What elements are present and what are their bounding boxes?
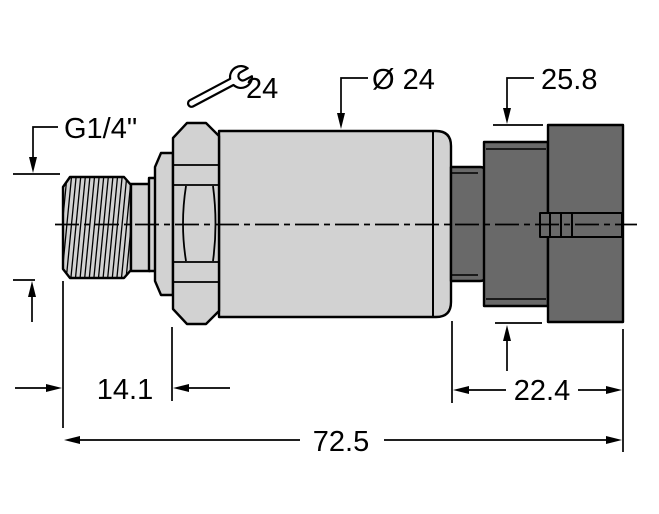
dimension-thread: G1/4"	[13, 113, 137, 322]
dia-leader	[340, 77, 368, 114]
arrow-left-icon	[64, 436, 80, 444]
arrow-right-icon	[46, 384, 62, 392]
arrow-right-icon	[606, 386, 622, 394]
arrow-down-icon	[29, 157, 37, 173]
dimension-diameter: Ø 24	[337, 64, 435, 129]
connector-collar-edges	[486, 148, 546, 300]
hex-outline	[171, 121, 221, 326]
device-outline	[61, 121, 625, 326]
diameter-label: Ø 24	[372, 64, 435, 96]
arrow-down-icon	[337, 113, 345, 129]
connector-neck-edges	[452, 172, 478, 276]
thread-hatch-lines	[63, 177, 131, 278]
ext-lines	[451, 321, 624, 452]
arrow-up-icon	[28, 281, 36, 297]
arrow-left-icon	[453, 386, 469, 394]
process-thread	[61, 175, 133, 280]
overall-length-label: 72.5	[313, 426, 369, 458]
ext-lines	[62, 281, 173, 428]
connector-height-label: 25.8	[541, 64, 597, 96]
thread-size-label: G1/4"	[64, 113, 137, 145]
hex-nut	[171, 121, 221, 326]
dimensions: G1/4" 24 Ø 24 25.8	[13, 64, 624, 458]
connector-length-label: 22.4	[514, 375, 570, 407]
h258-leader	[506, 77, 534, 109]
thread-length-label: 14.1	[97, 374, 153, 406]
thread-neck	[129, 182, 152, 273]
dimension-overall-length: 72.5	[64, 426, 622, 458]
dimension-thread-length: 14.1	[15, 281, 230, 428]
wrench-icon	[186, 64, 254, 108]
connector	[449, 123, 625, 324]
arrow-right-icon	[606, 436, 622, 444]
g14-ticks	[13, 173, 60, 281]
dimension-connector-height: 25.8	[493, 64, 597, 371]
arrow-down-icon	[503, 108, 511, 124]
hex-facet-lines	[174, 164, 218, 283]
dimension-wrench: 24	[186, 64, 278, 108]
arrow-up-icon	[503, 325, 511, 341]
arrow-left-icon	[173, 384, 189, 392]
g14-leader	[32, 126, 58, 158]
dimension-connector-length: 22.4	[451, 321, 624, 452]
h258-ticks	[493, 124, 543, 324]
wrench-size-label: 24	[246, 73, 278, 105]
